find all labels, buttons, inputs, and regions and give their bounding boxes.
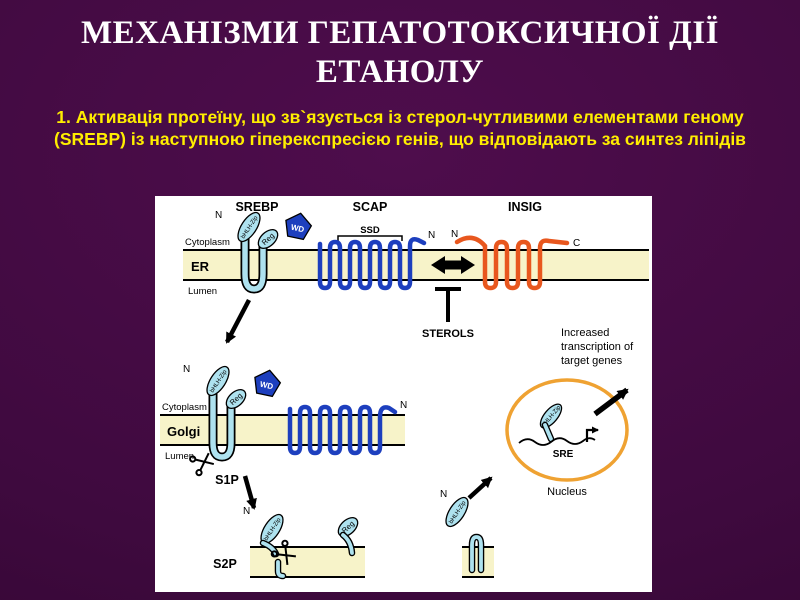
scap-heading: SCAP [353,200,388,214]
svg-text:WD: WD [259,380,274,392]
insig-heading: INSIG [508,200,542,214]
fragment-to-nucleus-arrow [467,476,493,500]
sterols-label: STEROLS [422,328,474,340]
transcription-note-line3: target genes [561,355,623,367]
insig-protein-er: N C [451,229,580,291]
golgi-to-s2p-arrow [242,475,257,510]
reg-domain-golgi: Reg [225,388,247,410]
golgi-label: Golgi [167,424,200,439]
ssd-bracket: SSD [337,225,403,241]
sre-dna-strand [518,437,596,446]
transcription-output-arrow [593,387,629,417]
bhlh-zip-domain-golgi: bHLH-Zip [206,365,230,397]
s1p-cleavage: S1P [189,452,239,487]
s2p-scissors-icon [270,539,297,566]
er-to-golgi-arrow [225,298,251,344]
golgi-membrane: Cytoplasm Golgi Lumen [160,402,405,462]
svg-text:WD: WD [290,223,305,235]
srebp-pathway-diagram: SREBP SCAP INSIG Cytoplasm ER Lumen SSD [160,200,649,580]
nucleus-section: bHLH-Zip SRE Nucleus [505,378,629,498]
scap-protein-golgi: N [287,400,407,456]
srebp-heading: SREBP [235,200,278,214]
nucleus-envelope [505,378,629,482]
transcription-note: Increased transcription of target genes [561,327,634,367]
ssd-label: SSD [360,225,380,236]
transcription-note-line2: transcription of [561,341,634,353]
transcription-start-arrow [585,426,599,442]
s1p-label: S1P [215,473,239,487]
er-lumen-label: Lumen [188,286,217,297]
er-cytoplasm-label: Cytoplasm [185,237,230,248]
reg-domain-er: Reg [257,228,279,250]
wd-domain-er: WD [285,212,313,241]
membrane-remnant [462,533,494,578]
golgi-cytoplasm-label: Cytoplasm [162,402,207,413]
released-bhlh-fragment: N bHLH-Zip [440,476,493,528]
insig-n-terminus: N [451,229,458,240]
s2p-n-terminus: N [243,506,250,517]
sterols-signal: STEROLS [422,287,474,340]
transcription-note-line1: Increased [561,327,609,339]
scap-golgi-n-terminus: N [400,400,407,411]
s2p-label: S2P [213,557,237,571]
srebp-er-n-terminus: N [215,210,222,221]
srebp-protein-golgi: N bHLH-Zip Reg WD [183,364,282,462]
s2p-membrane-band [250,547,365,577]
reg-domain-s2p: Reg [337,516,359,538]
er-membrane-band [183,250,649,280]
s1p-scissors-icon [189,452,215,477]
s2p-section: S2P N bHLH-Zip Reg [213,506,365,580]
srebp-golgi-n-terminus: N [183,364,190,375]
scap-er-n-terminus: N [428,230,435,241]
slide-title: МЕХАНІЗМИ ГЕПАТОТОКСИЧНОЇ ДІЇ ЕТАНОЛУ [80,15,720,90]
wd-domain-golgi: WD [254,369,282,398]
diagram-panel: SREBP SCAP INSIG Cytoplasm ER Lumen SSD [155,196,652,592]
scap-protein-er: N [317,230,435,291]
scap-insig-interaction-arrow [431,256,475,274]
slide-subtitle: 1. Активація протеїну, що зв`язується із… [54,107,746,150]
golgi-lumen-label: Lumen [165,451,194,462]
er-label: ER [191,259,210,274]
sre-label: SRE [553,449,574,460]
insig-c-terminus: C [573,238,580,249]
released-n-terminus: N [440,489,447,500]
golgi-membrane-band [160,415,405,445]
nucleus-label: Nucleus [547,486,587,498]
